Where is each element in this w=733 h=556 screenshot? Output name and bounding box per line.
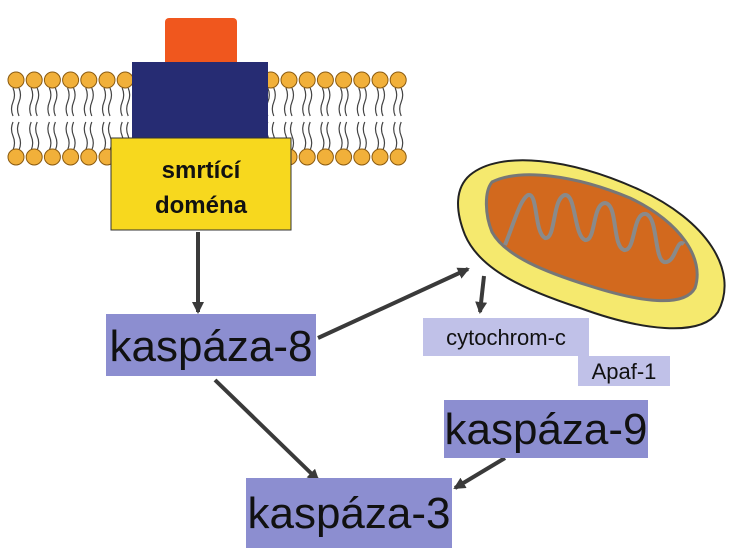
lipid-head xyxy=(80,71,98,89)
lipid-tail xyxy=(29,87,40,151)
apaf1-label: Apaf-1 xyxy=(592,359,657,384)
cytochrome-c-box xyxy=(423,318,589,356)
receptor-block xyxy=(132,62,268,152)
cytochrome-c-label: cytochrom-c xyxy=(446,325,566,350)
lipid-tail xyxy=(356,87,367,151)
caspase3-node: kaspáza-3 xyxy=(246,478,452,548)
lipid-head xyxy=(25,71,43,89)
lipid-head xyxy=(389,71,407,89)
lipid-head xyxy=(316,148,334,166)
lipid-tail xyxy=(65,87,76,151)
caspase8-node: kaspáza-8 xyxy=(106,314,316,376)
mitochondrion-cristae xyxy=(503,193,686,264)
lipid-tail xyxy=(101,87,113,151)
lipid-head xyxy=(298,148,316,166)
lipid-head xyxy=(280,71,298,89)
lipid-head xyxy=(298,71,316,89)
cytochrome-c-node: cytochrom-c xyxy=(423,318,589,356)
mitochondrion-icon xyxy=(457,159,726,330)
lipid-head xyxy=(7,71,25,89)
lipid-bilayer-icon xyxy=(7,71,407,166)
caspase3-box xyxy=(246,478,452,548)
lipid-head xyxy=(353,148,371,166)
lipid-tail xyxy=(320,87,331,151)
lipid-head xyxy=(43,148,61,166)
lipid-tail xyxy=(10,87,22,151)
lipid-head xyxy=(62,148,80,166)
lipid-head xyxy=(80,148,98,166)
lipid-head xyxy=(389,148,407,166)
caspase3-label: kaspáza-3 xyxy=(247,489,450,538)
lipid-head xyxy=(316,71,334,89)
caspase8-label: kaspáza-8 xyxy=(109,322,312,371)
lipid-head xyxy=(371,71,389,89)
lipid-head xyxy=(7,148,25,166)
lipid-head xyxy=(43,71,61,89)
death-domain-label-line1: smrtící xyxy=(162,157,242,184)
apaf1-node: Apaf-1 xyxy=(578,356,670,386)
caspase8-box xyxy=(106,314,316,376)
lipid-head xyxy=(98,71,116,89)
apaf1-box xyxy=(578,356,670,386)
lipid-head xyxy=(116,71,134,89)
arrow-caspase8-to-mitochondrion xyxy=(317,267,470,340)
lipid-head xyxy=(62,71,80,89)
death-domain-label-line2: doména xyxy=(155,192,248,219)
lipid-head xyxy=(335,71,353,89)
lipid-head xyxy=(25,148,43,166)
caspase9-label: kaspáza-9 xyxy=(444,405,647,454)
caspase9-box xyxy=(444,400,648,458)
lipid-tail xyxy=(120,87,131,151)
lipid-tail xyxy=(338,87,349,151)
lipid-tail xyxy=(47,87,58,151)
lipid-head xyxy=(371,148,389,166)
lipid-head xyxy=(353,71,371,89)
death-domain-box xyxy=(110,137,292,231)
arrow-mitochondrion-to-cytochrome xyxy=(475,275,488,314)
lipid-head xyxy=(335,148,353,166)
lipid-tail xyxy=(374,87,386,151)
lipid-tail xyxy=(393,87,404,151)
death-receptor: smrtící doména xyxy=(110,18,292,231)
caspase9-node: kaspáza-9 xyxy=(444,400,648,458)
lipid-tail xyxy=(83,87,94,151)
arrow-caspase9-to-caspase3 xyxy=(453,456,507,490)
lipid-tail xyxy=(302,87,313,151)
arrow-caspase8-to-caspase3 xyxy=(213,378,320,482)
lipid-tail xyxy=(283,87,295,151)
